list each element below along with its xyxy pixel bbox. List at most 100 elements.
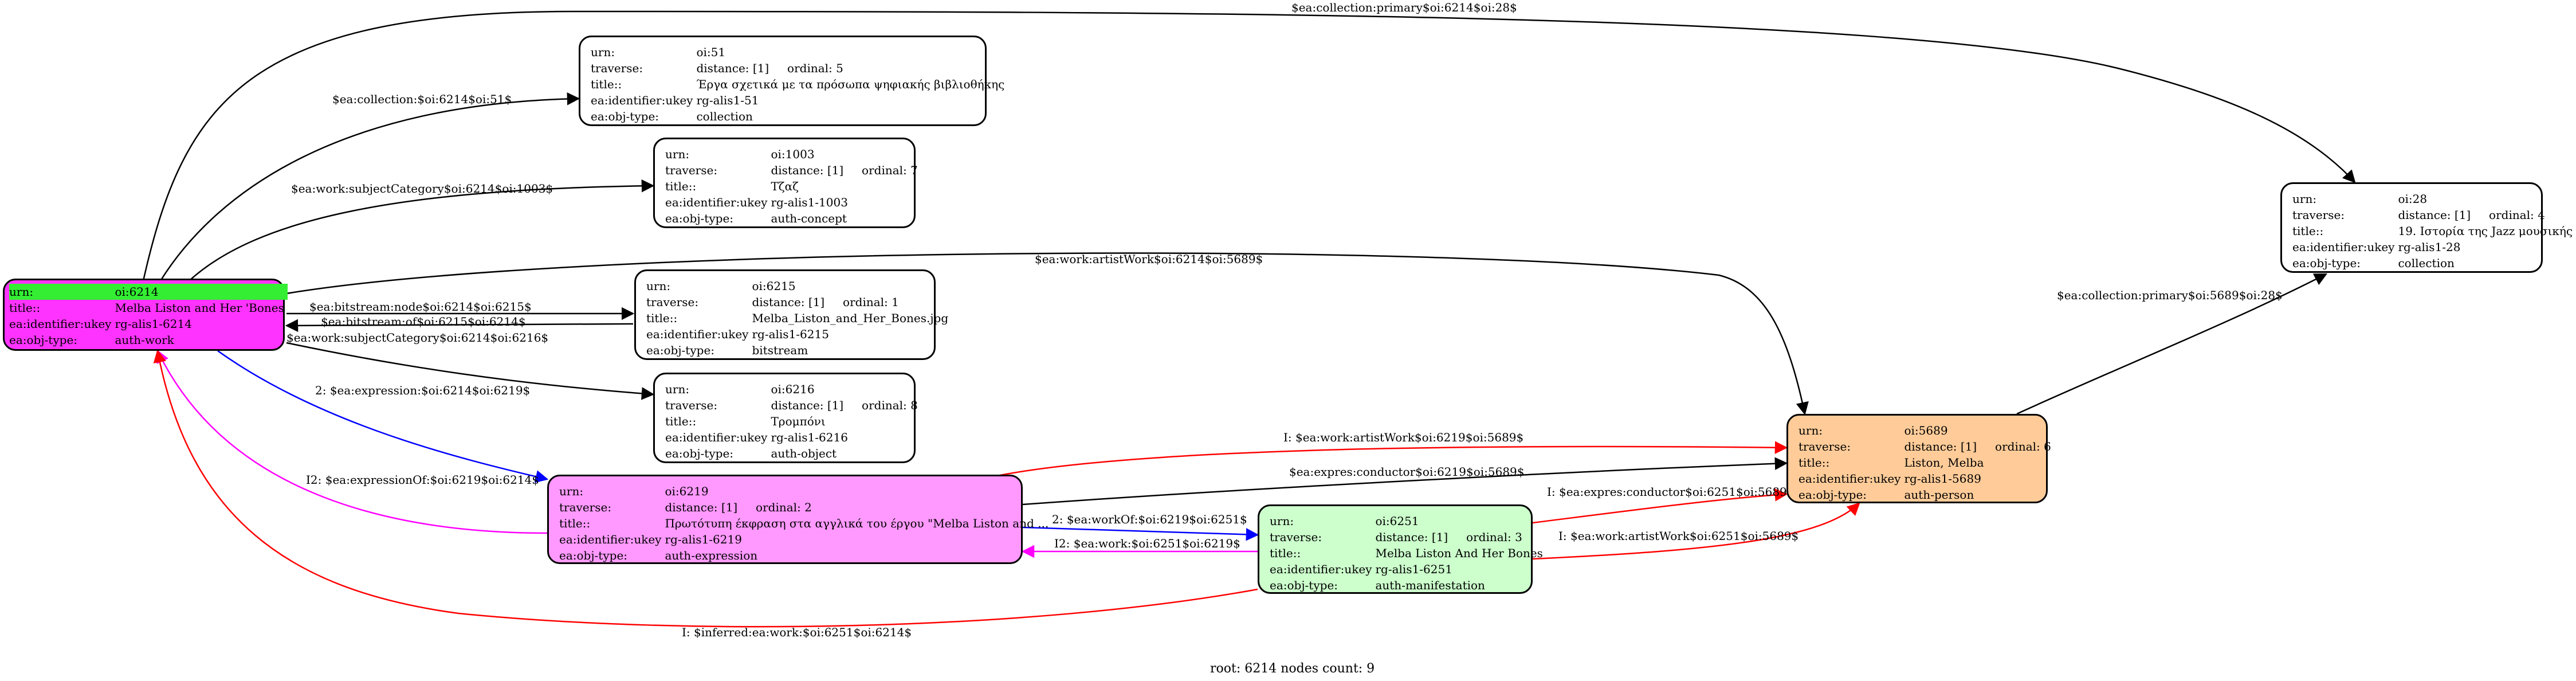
field-label-title: title:: bbox=[646, 311, 678, 325]
field-title: Melba Liston And Her Bones bbox=[1375, 546, 1543, 560]
field-label-traverse: traverse: bbox=[1799, 440, 1851, 453]
field-label-objtype: ea:obj-type: bbox=[559, 549, 628, 562]
field-label-title: title:: bbox=[1799, 456, 1830, 469]
field-ordinal: ordinal: 2 bbox=[756, 500, 812, 514]
edge-subj-1003 bbox=[189, 179, 655, 281]
node-28-table: urn: oi:28 traverse: distance: [1] ordinal… bbox=[2292, 191, 2576, 271]
field-urn: oi:51 bbox=[696, 45, 726, 59]
node-51[interactable]: urn:oi:51 traverse:distance: [1] ordinal… bbox=[579, 36, 1004, 126]
field-objtype: auth-work bbox=[115, 333, 174, 347]
node-6214[interactable]: urn:oi:6214 title::Melba Liston and Her … bbox=[3, 279, 288, 351]
field-label-objtype: ea:obj-type: bbox=[9, 333, 78, 347]
footer-summary: root: 6214 nodes count: 9 bbox=[1210, 662, 1375, 676]
field-distance: distance: [1] bbox=[696, 61, 769, 75]
field-ordinal: ordinal: 5 bbox=[787, 61, 843, 75]
field-ukey: rg-alis1-6215 bbox=[752, 327, 829, 341]
edge-label-expr: 2: $ea:expression:$oi:6214$oi:6219$ bbox=[315, 383, 531, 397]
edge-subj-6216 bbox=[286, 342, 655, 400]
field-objtype: collection bbox=[2398, 256, 2455, 270]
edge-label-i-artist-6251: I: $ea:work:artistWork$oi:6251$oi:5689$ bbox=[1558, 529, 1799, 543]
field-label-traverse: traverse: bbox=[2292, 208, 2345, 222]
edge-label-i-artist-6219: I: $ea:work:artistWork$oi:6219$oi:5689$ bbox=[1283, 430, 1524, 444]
field-distance: distance: [1] bbox=[665, 500, 738, 514]
field-distance: distance: [1] bbox=[752, 295, 825, 309]
field-title: Liston, Melba bbox=[1904, 456, 1984, 469]
field-label-ukey: ea:identifier:ukey bbox=[1799, 472, 1901, 486]
field-label-urn: urn: bbox=[591, 45, 615, 59]
field-label-ukey: ea:identifier:ukey bbox=[591, 93, 693, 107]
field-label-urn: urn: bbox=[665, 147, 690, 161]
field-label-ukey: ea:identifier:ukey bbox=[9, 317, 112, 331]
edge-expr bbox=[217, 350, 549, 483]
field-label-ukey: ea:identifier:ukey bbox=[646, 327, 749, 341]
field-distance: distance: [1] bbox=[2398, 208, 2471, 222]
field-ordinal: ordinal: 1 bbox=[843, 295, 899, 309]
edge-label-subj-1003: $ea:work:subjectCategory$oi:6214$oi:1003… bbox=[291, 182, 553, 195]
node-6219-table: urn:oi:6219 traverse:distance: [1] ordin… bbox=[559, 483, 1052, 563]
field-title: Τρομπόνι bbox=[771, 414, 826, 428]
node-6251-table: urn:oi:6251 traverse:distance: [1] ordin… bbox=[1270, 513, 1546, 593]
field-label-title: title:: bbox=[1270, 546, 1301, 560]
field-label-urn: urn: bbox=[9, 284, 115, 300]
edge-label-artist-5689: $ea:work:artistWork$oi:6214$oi:5689$ bbox=[1035, 252, 1263, 266]
field-label-traverse: traverse: bbox=[559, 500, 612, 514]
field-label-ukey: ea:identifier:ukey bbox=[1270, 562, 1372, 576]
edge-i-artist-6251 bbox=[1532, 502, 1860, 560]
field-label-urn: urn: bbox=[646, 279, 671, 293]
field-urn: oi:5689 bbox=[1904, 424, 1948, 437]
node-6214-table: urn:oi:6214 title::Melba Liston and Her … bbox=[9, 284, 288, 348]
field-ordinal: ordinal: 4 bbox=[2489, 208, 2545, 222]
edge-label-primary-28: $ea:collection:primary$oi:6214$oi:28$ bbox=[1291, 1, 1517, 14]
field-label-traverse: traverse: bbox=[665, 163, 718, 177]
edge-label-exprof: I2: $ea:expressionOf:$oi:6219$oi:6214$ bbox=[306, 473, 539, 487]
node-6251[interactable]: urn:oi:6251 traverse:distance: [1] ordin… bbox=[1258, 504, 1543, 594]
node-6219[interactable]: urn:oi:6219 traverse:distance: [1] ordin… bbox=[547, 475, 1049, 564]
edge-label-inferred: I: $inferred:ea:work:$oi:6251$oi:6214$ bbox=[682, 625, 912, 639]
field-traverse: distance: [1] ordinal: 3 bbox=[1375, 529, 1546, 545]
field-label-objtype: ea:obj-type: bbox=[665, 212, 734, 225]
edge-label-bitnode: $ea:bitstream:node$oi:6214$oi:6215$ bbox=[309, 300, 532, 314]
edge-i-conductor-6251 bbox=[1532, 488, 1788, 524]
field-ukey: rg-alis1-28 bbox=[2398, 240, 2461, 254]
node-6216[interactable]: urn:oi:6216 traverse:distance: [1] ordin… bbox=[653, 373, 918, 463]
field-urn: oi:28 bbox=[2398, 192, 2428, 206]
field-title: Τζαζ bbox=[771, 179, 799, 193]
edge-inferred bbox=[153, 349, 1258, 628]
node-28[interactable]: urn: oi:28 traverse: distance: [1] ordinal… bbox=[2280, 182, 2573, 273]
field-traverse: distance: [1] ordinal: 5 bbox=[696, 60, 1008, 76]
field-label-objtype: ea:obj-type: bbox=[2292, 256, 2361, 270]
node-6216-table: urn:oi:6216 traverse:distance: [1] ordin… bbox=[665, 381, 921, 461]
edge-exprof bbox=[156, 349, 548, 534]
edge-i-artist-6219 bbox=[996, 441, 1788, 477]
field-distance: distance: [1] bbox=[771, 398, 844, 412]
field-label-objtype: ea:obj-type: bbox=[591, 109, 659, 123]
node-6215[interactable]: urn:oi:6215 traverse:distance: [1] ordin… bbox=[634, 269, 948, 360]
edge-artist-5689 bbox=[286, 252, 1809, 416]
edge-bitof bbox=[285, 319, 634, 332]
field-label-traverse: traverse: bbox=[646, 295, 699, 309]
field-label-objtype: ea:obj-type: bbox=[1270, 578, 1338, 592]
node-5689[interactable]: urn:oi:5689 traverse:distance: [1] ordin… bbox=[1786, 414, 2051, 503]
field-label-ukey: ea:identifier:ukey bbox=[559, 533, 662, 546]
field-label-traverse: traverse: bbox=[1270, 530, 1322, 544]
field-label-title: title:: bbox=[665, 179, 697, 193]
field-traverse: distance: [1] ordinal: 4 bbox=[2398, 207, 2576, 223]
field-label-title: title:: bbox=[559, 516, 591, 530]
field-label-urn: urn: bbox=[2292, 192, 2317, 206]
field-label-ukey: ea:identifier:ukey bbox=[2292, 240, 2395, 254]
edge-label-primary-5689-28: $ea:collection:primary$oi:5689$oi:28$ bbox=[2057, 288, 2283, 302]
node-1003[interactable]: urn:oi:1003 traverse:distance: [1] ordin… bbox=[653, 138, 918, 228]
field-label-title: title:: bbox=[2292, 224, 2324, 238]
field-objtype: auth-manifestation bbox=[1375, 578, 1485, 592]
field-label-urn: urn: bbox=[1270, 514, 1294, 528]
field-ordinal: ordinal: 7 bbox=[862, 163, 918, 177]
field-title: Melba_Liston_and_Her_Bones.jpg bbox=[752, 311, 949, 325]
field-label-title: title:: bbox=[9, 301, 41, 315]
field-label-urn: urn: bbox=[665, 382, 690, 396]
field-objtype: auth-object bbox=[771, 447, 837, 460]
field-traverse: distance: [1] ordinal: 2 bbox=[665, 499, 1052, 515]
field-distance: distance: [1] bbox=[1375, 530, 1448, 544]
field-label-objtype: ea:obj-type: bbox=[646, 343, 715, 357]
node-5689-table: urn:oi:5689 traverse:distance: [1] ordin… bbox=[1799, 422, 2055, 503]
